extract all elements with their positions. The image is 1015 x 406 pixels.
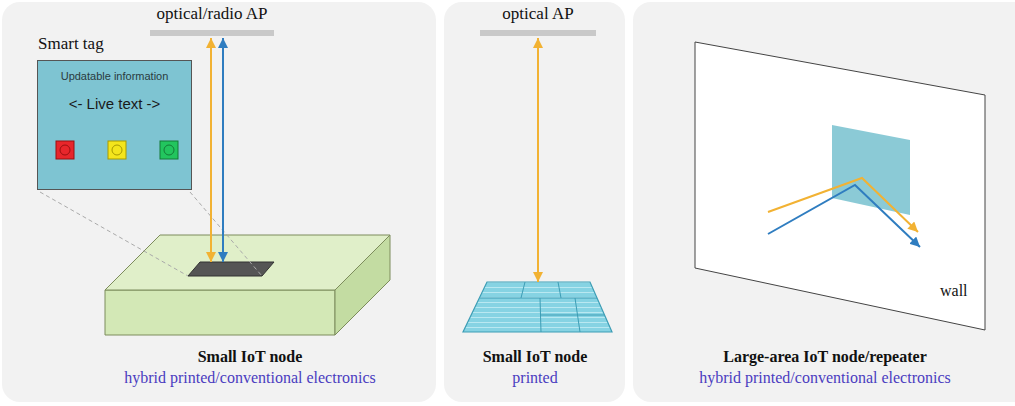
caption-subtitle: hybrid printed/conventional electronics	[640, 369, 1010, 387]
wall-plane	[695, 42, 985, 330]
signal-arrow	[210, 38, 212, 262]
caption-title: Small IoT node	[446, 348, 624, 366]
status-button	[56, 141, 74, 159]
caption-subtitle: hybrid printed/conventional electronics	[60, 369, 440, 387]
status-buttons	[38, 133, 193, 173]
caption-title: Large-area IoT node/repeater	[640, 348, 1010, 366]
ap-label: optical/radio AP	[150, 4, 274, 24]
caption-subtitle: printed	[446, 369, 624, 387]
access-point: optical AP	[480, 2, 596, 36]
status-button	[160, 141, 178, 159]
iot-box	[105, 235, 390, 335]
smart-tag: Smart tagUpdatable information<- Live te…	[37, 60, 192, 190]
tag-chip	[188, 262, 274, 276]
caption-title: Small IoT node	[60, 348, 440, 366]
leader-line	[40, 192, 188, 276]
tag-heading: Smart tag	[38, 34, 104, 54]
wall-label: wall	[940, 282, 968, 300]
panel	[633, 2, 1015, 402]
tag-text: Updatable information	[38, 70, 191, 83]
panel	[2, 2, 436, 402]
reflected-beam	[768, 185, 920, 247]
wall-node: wallLarge-area IoT node/repeater hybrid p…	[640, 42, 1010, 392]
iot-node: Small IoT node hybrid printed/conventiona…	[60, 262, 440, 392]
ap-label: optical AP	[480, 4, 596, 24]
panel	[444, 2, 625, 402]
leader-line	[190, 192, 262, 276]
printed-tile	[463, 282, 612, 332]
signal-arrow	[222, 38, 224, 262]
signal-arrow	[537, 38, 539, 282]
tag-text: <- Live text ->	[38, 95, 191, 112]
access-point: optical/radio AP	[150, 2, 274, 36]
printed-iot-node: Small IoT node printed	[446, 282, 624, 392]
status-button	[108, 141, 126, 159]
